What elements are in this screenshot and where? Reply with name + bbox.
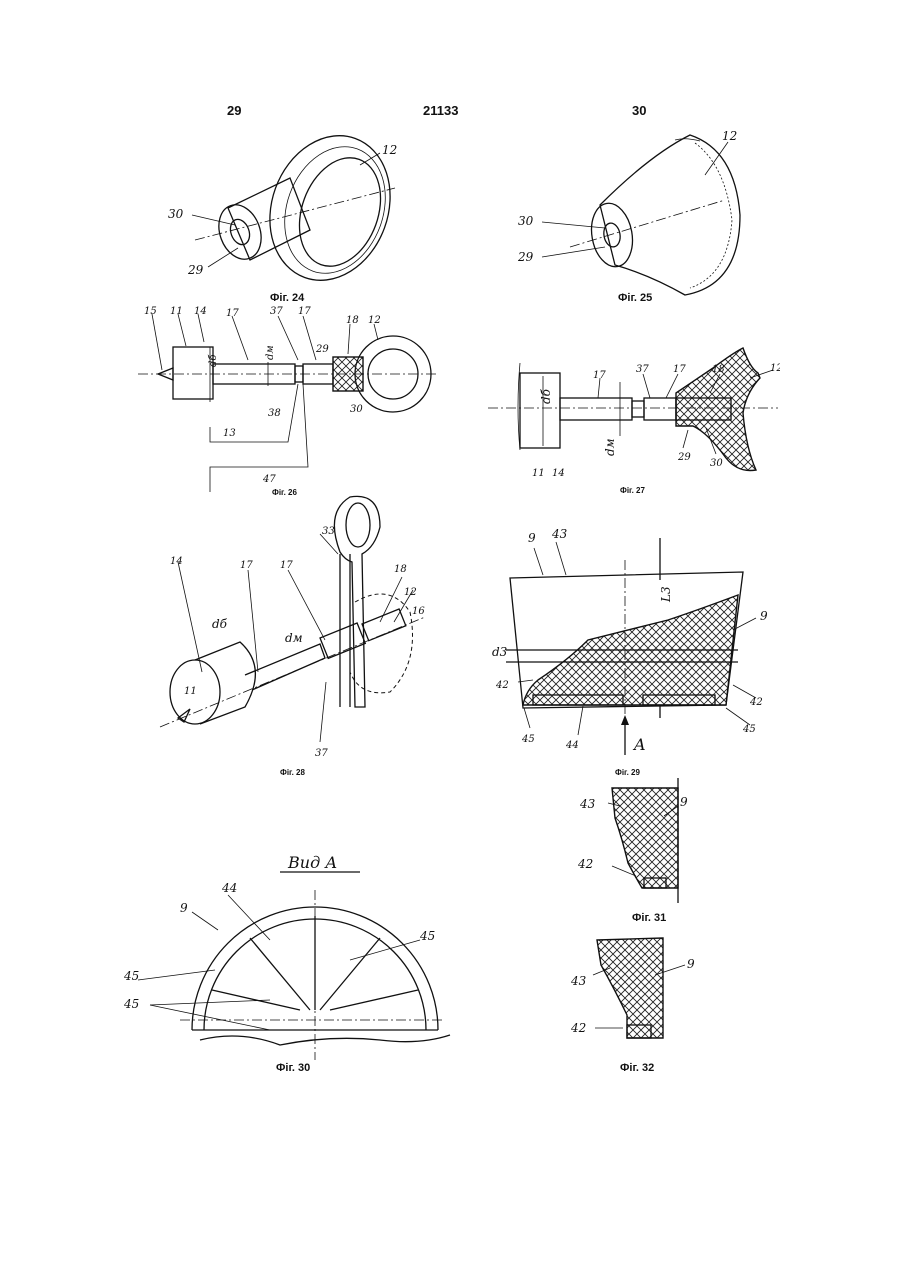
figure-25-caption: Фіг. 25 <box>618 292 652 304</box>
label-14: 14 <box>552 468 565 479</box>
label-16: 16 <box>412 606 425 617</box>
label-11: 11 <box>532 468 545 479</box>
patent-number: 21133 <box>423 103 458 118</box>
label-30: 30 <box>710 458 723 469</box>
figure-28-drawing: 14 17 33 17 18 12 16 11 15 37 dб dм <box>140 492 430 762</box>
label-14: 14 <box>170 556 183 567</box>
figure-30-drawing: Вид А 44 9 45 45 45 <box>120 840 455 1060</box>
handle-knob <box>587 135 740 295</box>
figure-28-caption: Фіг. 28 <box>280 768 305 777</box>
label-17b: 17 <box>280 560 293 571</box>
label-9b: 9 <box>760 609 768 623</box>
label-15: 15 <box>144 306 157 317</box>
label-11: 11 <box>184 686 197 697</box>
label-30: 30 <box>518 214 534 228</box>
label-44: 44 <box>565 740 579 751</box>
label-18: 18 <box>712 364 725 375</box>
label-42: 42 <box>495 680 509 691</box>
tool-body <box>170 609 406 724</box>
figure-27-drawing: 17 37 17 18 12 11 14 29 30 dб dм <box>488 338 780 488</box>
label-45b: 45 <box>742 724 756 735</box>
label-43: 43 <box>579 797 596 811</box>
figure-31-caption: Фіг. 31 <box>632 912 666 924</box>
label-18: 18 <box>394 564 407 575</box>
figure-24-drawing: 12 30 29 <box>150 120 420 295</box>
label-14: 14 <box>194 306 207 317</box>
label-d-small: dм <box>285 631 303 645</box>
label-17: 17 <box>593 370 606 381</box>
label-d-big: dб <box>539 388 553 404</box>
label-13: 13 <box>223 428 236 439</box>
label-45c: 45 <box>123 997 139 1011</box>
label-17b: 17 <box>673 364 686 375</box>
label-43: 43 <box>551 527 568 541</box>
label-d3: d3 <box>492 645 508 659</box>
wrench-loop <box>334 496 380 707</box>
label-11: 11 <box>170 306 183 317</box>
label-37: 37 <box>636 364 649 375</box>
label-37: 37 <box>270 306 283 317</box>
label-29: 29 <box>677 452 691 463</box>
page-number-right: 30 <box>632 103 646 118</box>
label-42b: 42 <box>749 697 763 708</box>
figure-29-caption: Фіг. 29 <box>615 768 640 777</box>
label-12: 12 <box>368 315 381 326</box>
label-38: 38 <box>268 408 281 419</box>
label-9: 9 <box>528 531 536 545</box>
label-30: 30 <box>168 207 184 221</box>
figure-25-drawing: 12 30 29 <box>500 125 760 300</box>
label-d-big: dб <box>212 617 228 631</box>
figure-27-caption: Фіг. 27 <box>620 486 645 495</box>
label-12: 12 <box>722 129 737 143</box>
label-45: 45 <box>521 734 535 745</box>
label-d-small: dм <box>603 438 617 456</box>
label-29: 29 <box>315 344 329 355</box>
page-number-left: 29 <box>227 103 241 118</box>
label-33: 33 <box>322 526 335 537</box>
label-37: 37 <box>315 748 328 759</box>
label-45a: 45 <box>419 929 435 943</box>
label-42: 42 <box>577 857 593 871</box>
label-d-big: dб <box>208 354 219 367</box>
figure-29-drawing: 9 43 9 42 42 45 44 45 A L3 d3 <box>488 520 778 765</box>
label-29: 29 <box>517 250 534 264</box>
label-view-A: A <box>632 735 646 754</box>
label-17: 17 <box>240 560 253 571</box>
eye-bolt-boss <box>212 178 310 265</box>
label-42: 42 <box>570 1021 586 1035</box>
label-29: 29 <box>187 263 204 277</box>
label-12: 12 <box>770 363 780 374</box>
label-d-small: dм <box>265 345 276 360</box>
label-12: 12 <box>404 587 417 598</box>
figure-32-drawing: 43 9 42 <box>565 930 715 1055</box>
label-9: 9 <box>687 957 695 971</box>
label-18: 18 <box>346 315 359 326</box>
label-9: 9 <box>180 901 188 915</box>
label-9: 9 <box>680 795 688 809</box>
label-30: 30 <box>350 404 363 415</box>
label-17b: 17 <box>298 306 311 317</box>
label-44: 44 <box>221 881 237 895</box>
figure-26-drawing: 15 11 14 17 37 17 18 12 29 30 38 13 47 d… <box>138 302 443 497</box>
label-43: 43 <box>570 974 587 988</box>
figure-30-caption: Фіг. 30 <box>276 1062 310 1074</box>
label-17: 17 <box>226 308 239 319</box>
view-title: Вид А <box>287 853 337 872</box>
label-12: 12 <box>382 143 397 157</box>
label-L3: L3 <box>659 586 673 603</box>
figure-31-drawing: 43 9 42 <box>560 778 720 908</box>
figure-32-caption: Фіг. 32 <box>620 1062 654 1074</box>
label-47: 47 <box>262 474 276 485</box>
label-45b: 45 <box>123 969 139 983</box>
